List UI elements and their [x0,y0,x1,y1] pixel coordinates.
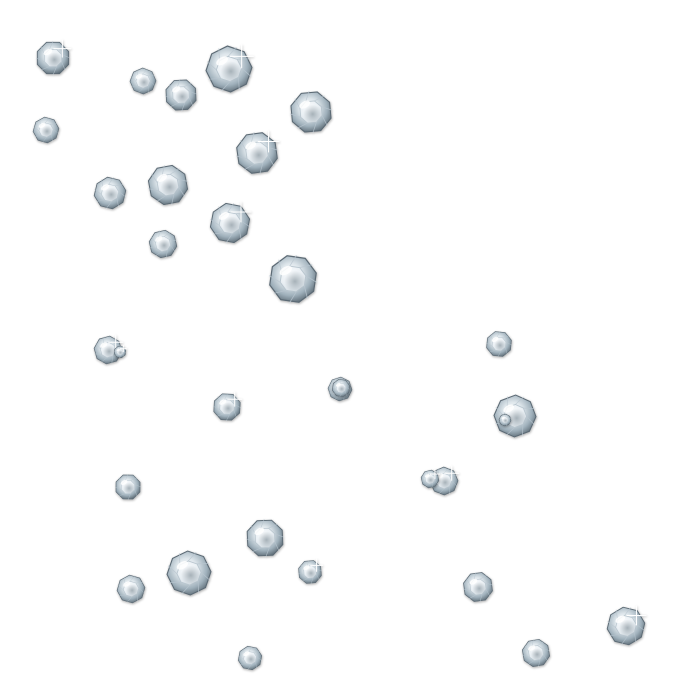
diamond-gem [289,90,333,134]
diamond-gem [297,558,324,585]
diamond-gem [236,130,280,174]
diamond-gem [209,201,252,244]
diamond-gem [148,229,178,259]
diamond-gem [147,164,189,206]
diamond-gem [463,572,493,602]
diamond-gem [269,255,317,303]
diamond-gem [212,391,243,422]
diamond-gem [331,378,351,398]
diamond-gem [498,413,512,427]
diamond-gem [237,645,263,671]
diamond-gem [420,469,440,489]
diamond-gem [35,39,72,76]
diamond-gem [93,334,124,365]
diamond-gem [129,67,157,95]
diamond-gem [205,44,254,93]
diamond-gem [116,574,146,604]
diamond-gem [166,550,212,596]
diamond-gem [606,605,647,646]
diamond-gem [113,345,127,359]
diamond-gem [93,176,127,210]
diamond-gem [245,518,285,558]
diamond-gem [493,394,537,438]
diamond-gem [114,473,142,501]
diamond-gem [485,330,513,358]
diamond-gem [32,116,60,144]
diamond-gem [164,78,198,112]
diamond-gem [521,638,551,668]
